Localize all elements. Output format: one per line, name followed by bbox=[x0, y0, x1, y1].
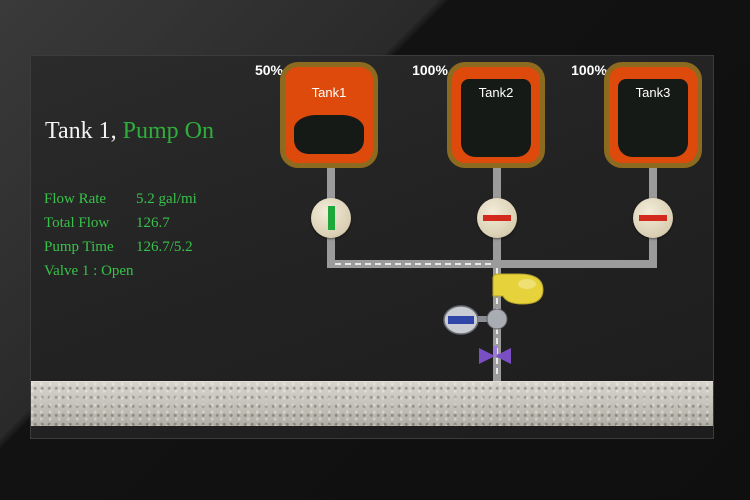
tank1-level-fill bbox=[294, 115, 364, 154]
ground-floor bbox=[31, 381, 713, 426]
readout-label: Flow Rate bbox=[44, 191, 107, 207]
status-title: Tank 1, Pump On bbox=[45, 118, 214, 145]
scada-panel: Tank 1, Pump On Flow Rate 5.2 gal/mi Tot… bbox=[30, 55, 714, 439]
readout-value: 126.7 bbox=[136, 215, 170, 231]
flow-indicator-header bbox=[335, 263, 497, 265]
tank3-level-text: 100% bbox=[571, 62, 607, 78]
tank3-level-fill bbox=[618, 79, 688, 157]
readout-label: Valve 1 : Open bbox=[44, 263, 134, 279]
tank2-level-fill bbox=[461, 79, 531, 157]
tank1[interactable]: Tank1 bbox=[280, 62, 378, 168]
status-tank: Tank 1, bbox=[45, 118, 117, 144]
butterfly-valve-icon[interactable] bbox=[477, 344, 513, 368]
tank2-level-text: 100% bbox=[412, 62, 448, 78]
pump-icon[interactable] bbox=[491, 272, 545, 306]
tank1-label: Tank1 bbox=[311, 85, 347, 100]
readout-valve-state: Valve 1 : Open bbox=[44, 263, 264, 287]
tank3-valve[interactable] bbox=[633, 198, 673, 238]
valve-closed-indicator bbox=[483, 215, 511, 221]
valve-open-indicator bbox=[328, 206, 335, 230]
readout-total-flow: Total Flow 126.7 bbox=[44, 215, 264, 239]
tank3-label: Tank3 bbox=[635, 85, 671, 100]
tank3[interactable]: Tank3 bbox=[604, 62, 702, 168]
readout-label: Pump Time bbox=[44, 239, 114, 255]
tank1-level-text: 50% bbox=[254, 62, 284, 78]
readout-flow-rate: Flow Rate 5.2 gal/mi bbox=[44, 191, 264, 215]
tank1-valve[interactable] bbox=[311, 198, 351, 238]
status-pump: Pump On bbox=[122, 118, 214, 144]
tank2[interactable]: Tank2 bbox=[447, 62, 545, 168]
tank2-label: Tank2 bbox=[478, 85, 514, 100]
tank2-valve[interactable] bbox=[477, 198, 517, 238]
motor-icon[interactable] bbox=[443, 305, 479, 335]
readout-value: 126.7/5.2 bbox=[136, 239, 193, 255]
valve-closed-indicator bbox=[639, 215, 667, 221]
readout-label: Total Flow bbox=[44, 215, 110, 231]
readout-pump-time: Pump Time 126.7/5.2 bbox=[44, 239, 264, 263]
motor-coupling bbox=[478, 316, 492, 322]
readout-list: Flow Rate 5.2 gal/mi Total Flow 126.7 Pu… bbox=[44, 191, 264, 287]
coupling-hub-icon bbox=[486, 308, 508, 330]
readout-value: 5.2 gal/mi bbox=[136, 191, 197, 207]
